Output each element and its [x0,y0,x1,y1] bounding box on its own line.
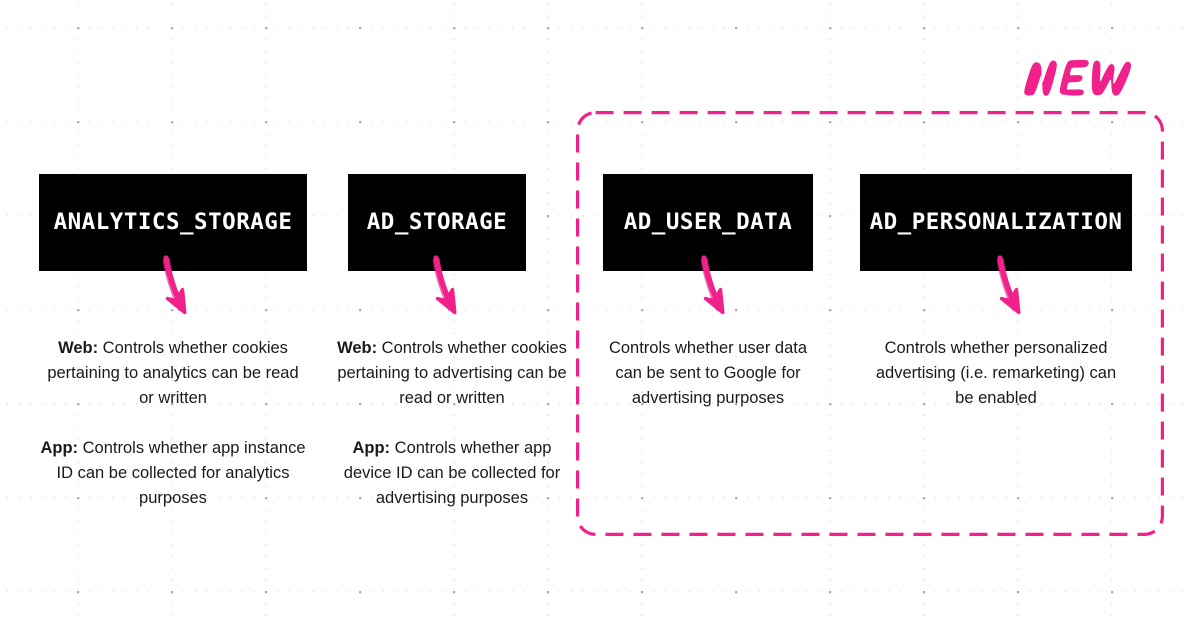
column-ad-storage: AD_STORAGE [348,174,526,271]
paragraph-text: Controls whether cookies pertaining to a… [337,339,567,407]
param-box-label: AD_USER_DATA [623,209,793,236]
param-box-ad-user-data[interactable]: AD_USER_DATA [603,174,813,271]
paragraph-text: Controls whether cookies pertaining to a… [47,339,299,407]
param-box-ad-storage[interactable]: AD_STORAGE [348,174,526,271]
new-badge [1012,43,1152,113]
column-ad-user-data: AD_USER_DATA [603,174,813,271]
description-ad-user-data: Controls whether user data can be sent t… [595,336,821,411]
arrowhead [999,287,1021,315]
paragraph-lead: App: [40,439,79,457]
paragraph-lead: Web: [58,339,99,357]
param-box-analytics-storage[interactable]: ANALYTICS_STORAGE [39,174,307,271]
paragraph-text: Controls whether app device ID can be co… [343,439,561,507]
description-ad-personalization: Controls whether personalized advertisin… [872,336,1120,411]
paragraph-text: Controls whether app instance ID can be … [56,439,306,507]
param-box-label: AD_STORAGE [366,209,508,236]
description-analytics-storage: Web: Controls whether cookies pertaining… [39,336,307,511]
arrowhead [703,287,725,315]
paragraph-app: App: Controls whether app instance ID ca… [39,436,307,511]
param-box-label: AD_PERSONALIZATION [869,209,1123,236]
paragraph-main: Controls whether personalized advertisin… [872,336,1120,411]
paragraph-lead: App: [352,439,391,457]
paragraph-web: Web: Controls whether cookies pertaining… [39,336,307,411]
paragraph-app: App: Controls whether app device ID can … [327,436,577,511]
paragraph-lead: Web: [337,339,378,357]
paragraph-main: Controls whether user data can be sent t… [595,336,821,411]
arrowhead [435,287,457,315]
column-ad-personalization: AD_PERSONALIZATION [860,174,1132,271]
paragraph-web: Web: Controls whether cookies pertaining… [327,336,577,411]
column-analytics-storage: ANALYTICS_STORAGE [39,174,307,271]
paragraph-text: Controls whether personalized advertisin… [875,339,1117,407]
new-badge-lettering [1024,59,1132,96]
arrowhead [165,287,187,315]
param-box-ad-personalization[interactable]: AD_PERSONALIZATION [860,174,1132,271]
param-box-label: ANALYTICS_STORAGE [53,209,293,236]
paragraph-text: Controls whether user data can be sent t… [608,339,808,407]
description-ad-storage: Web: Controls whether cookies pertaining… [327,336,577,511]
